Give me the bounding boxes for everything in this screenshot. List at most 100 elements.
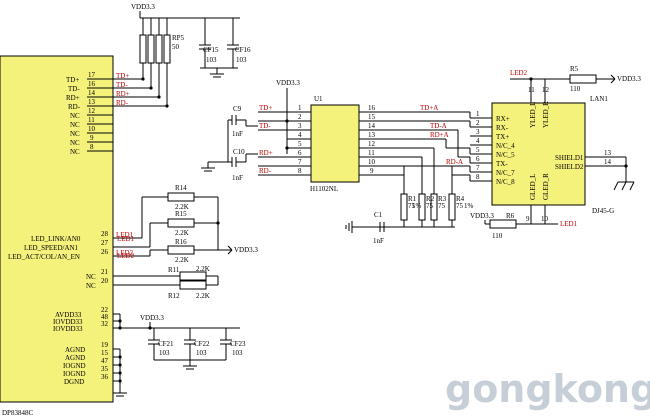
rp5-resistor-pack: VDD3.3 RP5 50 CF15 103: [113, 3, 251, 108]
led2-pullup: LED2 R5 110 VDD3.3: [510, 65, 641, 93]
svg-text:22: 22: [101, 306, 109, 314]
dp83848-pin: 16 TD- TD-: [68, 80, 128, 93]
svg-text:TD-: TD-: [259, 122, 271, 130]
svg-text:TD-: TD-: [116, 81, 128, 89]
svg-text:36: 36: [101, 373, 109, 381]
svg-text:NC: NC: [86, 282, 96, 290]
vdd-label: VDD3.3: [276, 79, 300, 87]
vdd-label: VDD3.3: [131, 3, 155, 11]
svg-text:6: 6: [476, 155, 480, 163]
c9-ref: C9: [233, 105, 242, 113]
svg-text:5: 5: [476, 146, 480, 154]
svg-text:RD-: RD-: [68, 103, 81, 111]
svg-text:15: 15: [101, 349, 109, 357]
cf23-ref: CF23: [230, 340, 246, 348]
lan1-ref: LAN1: [590, 95, 608, 103]
svg-text:6: 6: [298, 149, 302, 157]
r12-ref: R12: [168, 292, 180, 300]
r3-ref: R3: [438, 195, 447, 203]
svg-text:NC: NC: [86, 273, 96, 281]
svg-text:TX+: TX+: [496, 133, 509, 141]
svg-text:TD+: TD+: [66, 76, 79, 84]
svg-text:NC: NC: [70, 121, 80, 129]
dp83848-pin: 28 LED_LINK/AN0 LED1: [31, 230, 142, 243]
c10-value: 1nF: [232, 174, 243, 182]
svg-text:RX-: RX-: [496, 124, 509, 132]
svg-text:7: 7: [298, 158, 302, 166]
svg-text:IOVDD33: IOVDD33: [53, 318, 83, 326]
vdd-label: VDD3.3: [617, 75, 641, 83]
power-decoupling: VDD3.3 CF21 103 CF22 103 CF23 103: [113, 314, 246, 397]
r2-value: 75: [426, 202, 434, 210]
svg-text:1: 1: [298, 104, 302, 112]
svg-text:IOVDD33: IOVDD33: [53, 325, 83, 333]
coupling-caps: C9 1nF C10 1nF: [201, 105, 247, 182]
r15-value: 2.2K: [175, 229, 189, 237]
svg-text:12: 12: [542, 86, 550, 94]
dp83848-pin: 11 NC: [70, 116, 113, 129]
dp83848-pin: 9 NC: [70, 134, 113, 147]
svg-text:RD+: RD+: [66, 94, 80, 102]
svg-text:LED_LINK/AN0: LED_LINK/AN0: [31, 235, 81, 243]
svg-text:5: 5: [298, 140, 302, 148]
svg-text:20: 20: [101, 277, 109, 285]
svg-text:14: 14: [604, 158, 612, 166]
svg-text:10: 10: [368, 158, 376, 166]
svg-text:N/C_7: N/C_7: [496, 169, 515, 177]
r16-value: 2.2K: [175, 256, 189, 264]
c1-value: 1nF: [373, 237, 384, 245]
r15-ref: R15: [175, 210, 187, 218]
svg-text:AVDD33: AVDD33: [55, 311, 82, 319]
svg-text:RD-: RD-: [259, 167, 272, 175]
svg-text:11: 11: [528, 86, 535, 94]
svg-text:SHIELD1: SHIELD1: [555, 154, 584, 162]
svg-text:13: 13: [368, 131, 376, 139]
svg-text:27: 27: [101, 239, 109, 247]
vdd-label: VDD3.3: [470, 212, 494, 220]
svg-text:RD+A: RD+A: [430, 131, 449, 139]
svg-text:9: 9: [370, 167, 374, 175]
svg-text:N/C_4: N/C_4: [496, 142, 515, 150]
r14-ref: R14: [175, 184, 187, 192]
svg-text:28: 28: [101, 230, 109, 238]
dp83848-pin: 27 LED_SPEED/AN1: [24, 239, 142, 252]
svg-text:3: 3: [476, 128, 480, 136]
svg-text:RX+: RX+: [496, 115, 510, 123]
svg-text:15: 15: [368, 113, 376, 121]
svg-text:14: 14: [368, 122, 376, 130]
svg-text:RD-A: RD-A: [446, 158, 463, 166]
c9-value: 1nF: [232, 130, 243, 138]
svg-text:NC: NC: [70, 148, 80, 156]
svg-text:N/C_5: N/C_5: [496, 151, 515, 159]
r2-ref: R2: [426, 195, 435, 203]
dp83848-pin: 22 AVDD33: [55, 306, 120, 319]
svg-text:NC: NC: [70, 139, 80, 147]
svg-text:14: 14: [88, 89, 96, 97]
dp83848-pin: 8 NC: [70, 143, 113, 156]
cf16-ref: CF16: [235, 46, 251, 54]
r6-ref: R6: [506, 212, 515, 220]
r11-ref: R11: [168, 266, 180, 274]
r4-ref: R4: [456, 195, 465, 203]
lan1-part: DJ45-G: [592, 207, 614, 215]
svg-text:2: 2: [476, 119, 480, 127]
dp83848-pin: 12 NC: [70, 107, 113, 120]
r12-value: 2.2K: [196, 292, 210, 300]
svg-text:IOGND: IOGND: [63, 370, 86, 378]
svg-text:17: 17: [88, 71, 96, 79]
svg-text:N/C_8: N/C_8: [496, 178, 515, 186]
svg-text:8: 8: [476, 173, 480, 181]
svg-text:26: 26: [101, 248, 109, 256]
svg-text:48: 48: [101, 313, 109, 321]
svg-text:LED_SPEED/AN1: LED_SPEED/AN1: [24, 244, 79, 252]
led2-net: LED2: [510, 69, 528, 77]
svg-text:7: 7: [476, 164, 480, 172]
u1-body: [310, 104, 360, 183]
svg-text:TX-: TX-: [496, 160, 508, 168]
svg-text:LED1: LED1: [116, 231, 134, 239]
dp83848-pin: 19 AGND: [65, 341, 120, 354]
dp83848-pin: 14 RD+ RD+: [66, 89, 130, 102]
r4-tol: 1%: [464, 202, 474, 210]
cf22-ref: CF22: [194, 340, 210, 348]
vdd-label: VDD3.3: [140, 314, 164, 322]
